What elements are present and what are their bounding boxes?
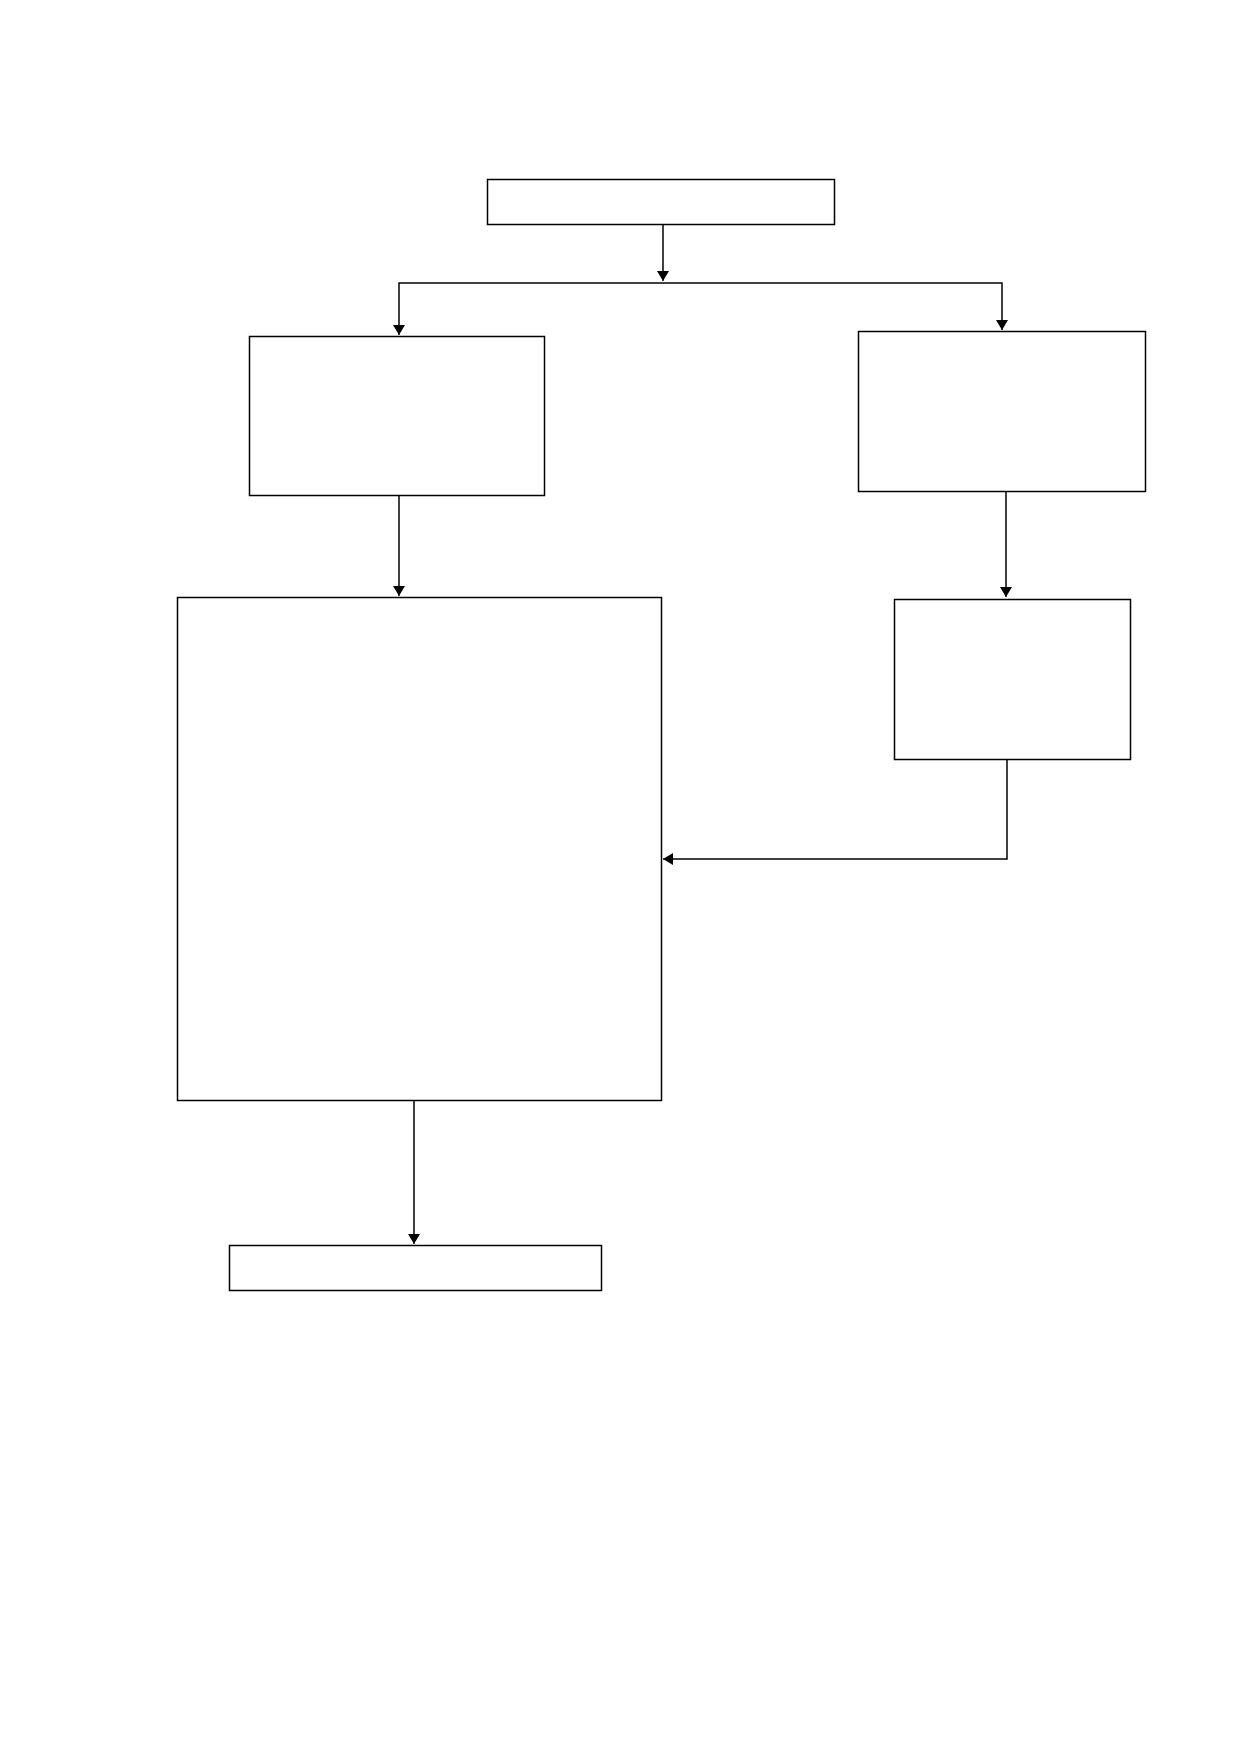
connector-right-lower-to-main <box>663 760 1008 865</box>
flowchart-left-upper-box <box>248 335 546 497</box>
flowchart-top-box <box>486 178 836 226</box>
flowchart-bottom-box <box>228 1244 603 1292</box>
connector-split-to-right-upper <box>663 282 1008 330</box>
flowchart-main-box <box>176 596 663 1102</box>
flowchart-right-lower-box <box>893 598 1132 761</box>
connector-split-to-left-upper <box>393 282 663 335</box>
flowchart-right-upper-box <box>857 330 1147 493</box>
